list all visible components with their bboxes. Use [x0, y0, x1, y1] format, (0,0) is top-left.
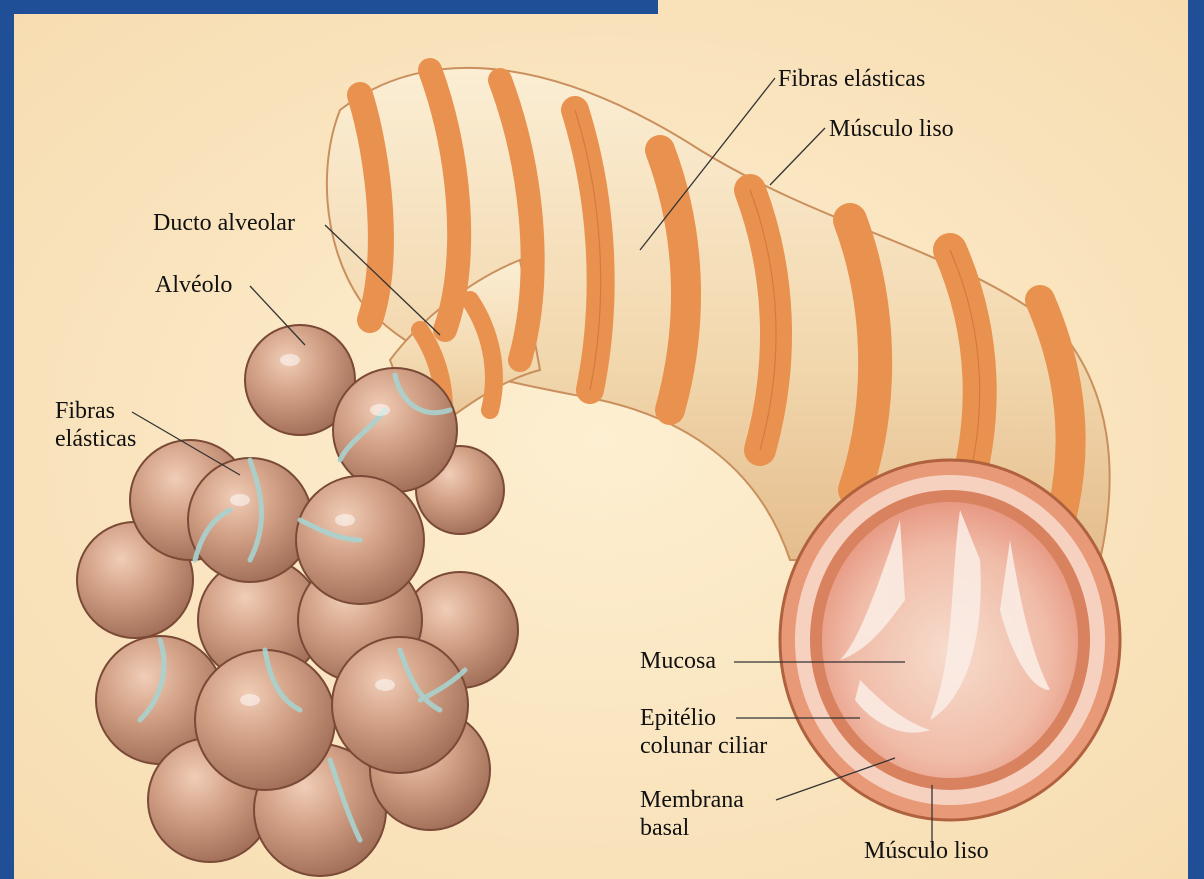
label-ducto-alveolar: Ducto alveolar [153, 210, 295, 237]
label-alveolo: Alvéolo [155, 272, 232, 299]
label-fibras-elasticas-left-line2: elásticas [55, 426, 136, 453]
label-mucosa: Mucosa [640, 648, 716, 675]
label-membrana-line1: Membrana [640, 787, 744, 814]
label-musculo-liso-bottom: Músculo liso [864, 838, 989, 865]
label-membrana-line2: basal [640, 815, 689, 842]
label-musculo-liso-top: Músculo liso [829, 116, 954, 143]
label-epitelio-line2: colunar ciliar [640, 733, 767, 760]
bronchiole-cross-section [780, 460, 1120, 820]
label-fibras-elasticas-top: Fibras elásticas [778, 66, 925, 93]
label-fibras-elasticas-left-line1: Fibras [55, 398, 115, 425]
label-epitelio-line1: Epitélio [640, 705, 716, 732]
